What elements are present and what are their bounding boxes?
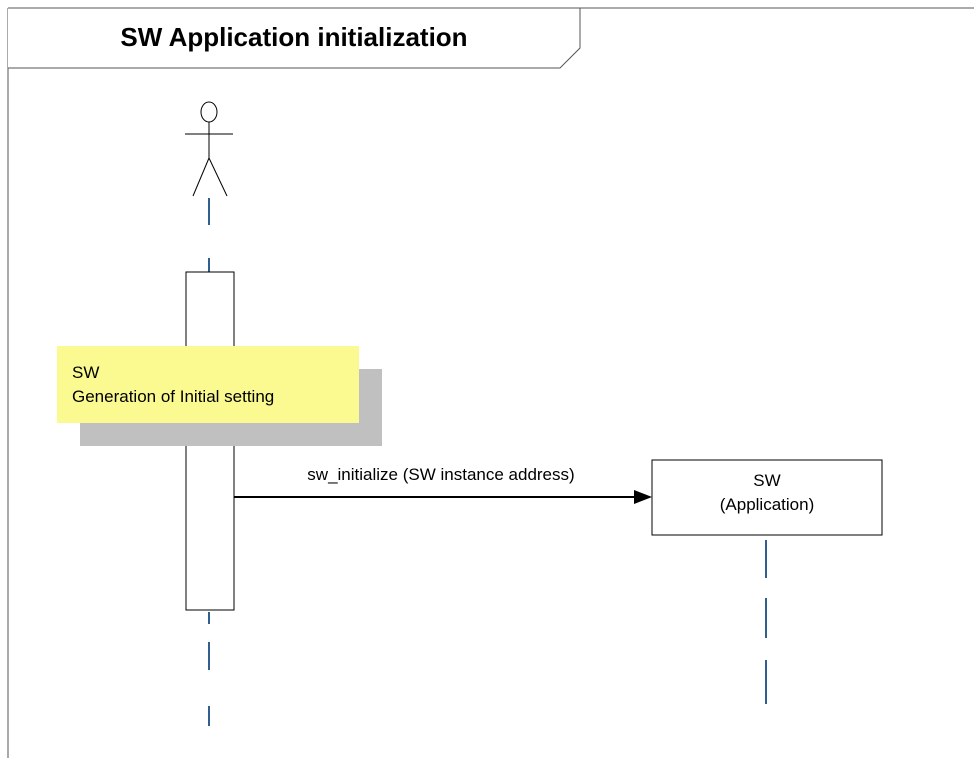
note-line-1: SW [72, 363, 100, 382]
note-text: SW Generation of Initial setting [72, 361, 352, 409]
application-lifeline-type: (Application) [719, 495, 815, 514]
note-box [57, 346, 359, 423]
message-label: sw_initialize (SW instance address) [307, 465, 575, 484]
application-lifeline-name: SW [753, 471, 781, 490]
message-arrow-head [634, 490, 652, 504]
application-lifeline-box [651, 459, 883, 536]
application-lifeline-label: SW (Application) [652, 469, 882, 517]
actor-icon [185, 101, 233, 197]
note-line-2: Generation of Initial setting [72, 387, 275, 406]
frame-title: SW Application initialization [120, 22, 468, 52]
frame-title-tab [8, 7, 581, 69]
